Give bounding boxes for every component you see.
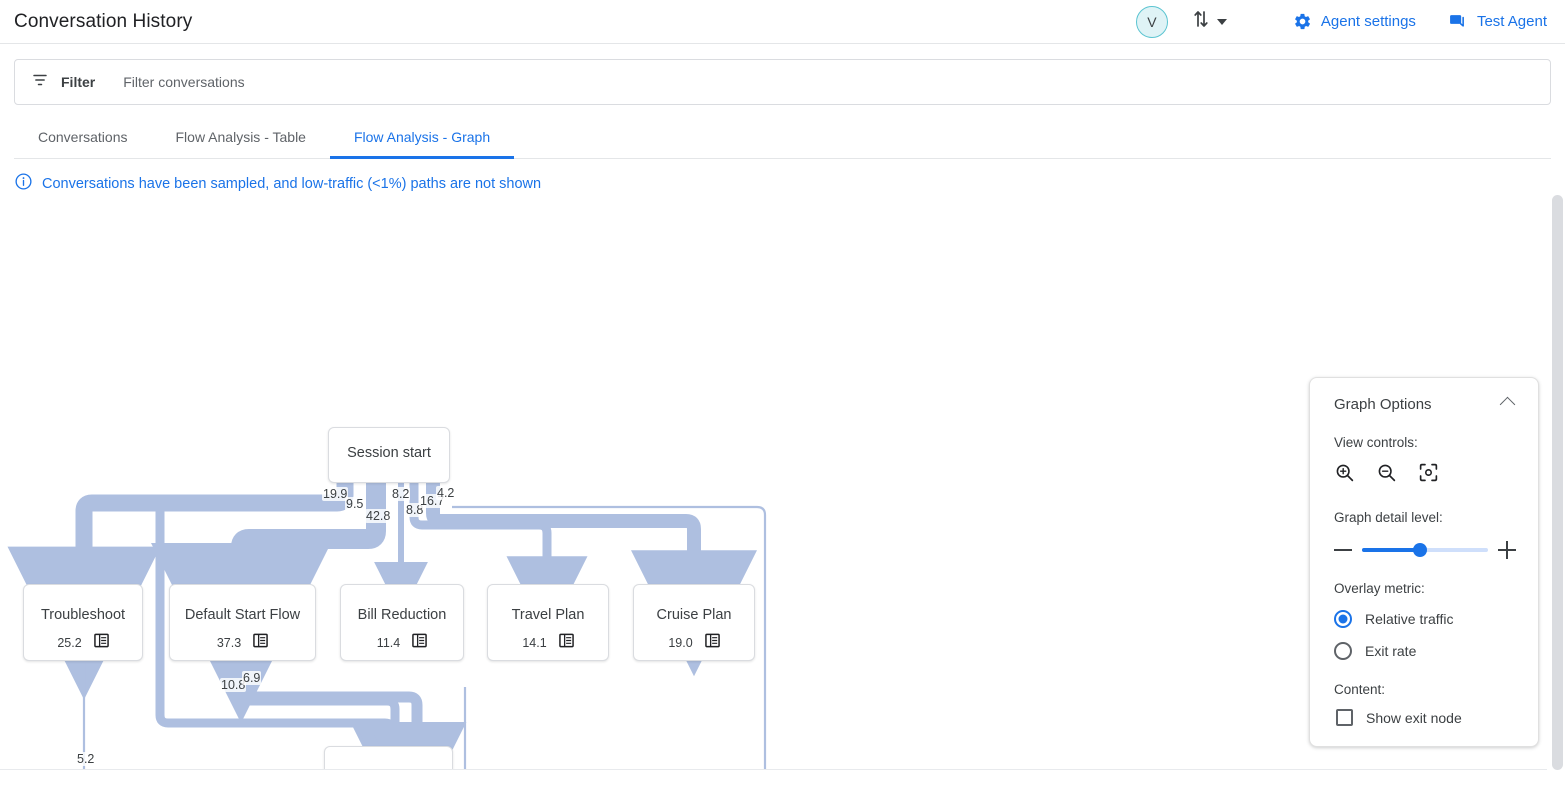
tab-bar: Conversations Flow Analysis - Table Flow… — [14, 115, 1551, 159]
zoom-out-icon[interactable] — [1376, 462, 1397, 488]
node-meta: 14.1 — [522, 633, 574, 653]
graph-options-title: Graph Options — [1334, 396, 1432, 413]
graph-node-cruise-plan[interactable]: Cruise Plan 19.0 — [633, 584, 755, 661]
graph-node-bill-reduction[interactable]: Bill Reduction 11.4 — [340, 584, 464, 661]
node-details-icon[interactable] — [253, 633, 268, 653]
filter-bar: Filter — [14, 59, 1551, 105]
node-value: 19.0 — [668, 636, 693, 650]
view-controls-label: View controls: — [1334, 435, 1418, 450]
node-label: Travel Plan — [511, 607, 585, 623]
radio-icon[interactable] — [1334, 642, 1352, 660]
node-meta: 19.0 — [668, 633, 720, 653]
graph-node-session-start[interactable]: Session start — [328, 427, 450, 483]
node-details-icon[interactable] — [412, 633, 428, 653]
node-label: Cruise Plan — [656, 607, 732, 623]
content-label: Content: — [1334, 682, 1386, 697]
node-meta: 37.3 — [217, 633, 268, 653]
graph-node-default-start-flow[interactable]: Default Start Flow 37.3 — [169, 584, 316, 661]
slider-fill — [1362, 548, 1420, 552]
filter-label: Filter — [61, 74, 96, 90]
node-meta: 25.2 — [57, 633, 109, 653]
node-value: 14.1 — [522, 636, 547, 650]
node-label: Default Start Flow — [184, 607, 301, 623]
detail-level-label: Graph detail level: — [1334, 510, 1443, 525]
canvas-bottom-divider — [0, 769, 1547, 770]
detail-level-slider-row — [1334, 541, 1516, 559]
overlay-metric-label: Overlay metric: — [1334, 581, 1425, 596]
sort-order-control[interactable] — [1192, 9, 1227, 34]
detail-level-slider[interactable] — [1362, 543, 1488, 557]
graph-node-plan-questions[interactable]: Plan Questions 22.9 — [324, 746, 453, 770]
fit-to-screen-icon[interactable] — [1418, 462, 1439, 488]
scrollbar-thumb[interactable] — [1552, 195, 1563, 770]
sampling-notice-text: Conversations have been sampled, and low… — [42, 175, 542, 192]
graph-node-travel-plan[interactable]: Travel Plan 14.1 — [487, 584, 609, 661]
test-agent-label: Test Agent — [1476, 13, 1547, 30]
checkbox-show-exit-node[interactable]: Show exit node — [1336, 709, 1516, 726]
node-value: 25.2 — [57, 636, 82, 650]
flow-graph-canvas[interactable]: Session start Troubleshoot 25.2 Default … — [0, 195, 1565, 770]
chevron-down-icon — [1216, 18, 1227, 25]
node-details-icon[interactable] — [93, 633, 109, 653]
page-title: Conversation History — [14, 10, 193, 32]
app-header: Conversation History V Agent settings — [0, 0, 1565, 44]
plus-icon[interactable] — [1498, 541, 1516, 559]
checkbox-icon[interactable] — [1336, 709, 1353, 726]
info-icon — [14, 172, 33, 195]
radio-label: Exit rate — [1365, 643, 1417, 659]
flow-graph-edges — [7, 483, 767, 770]
agent-settings-button[interactable]: Agent settings — [1293, 12, 1416, 31]
test-agent-button[interactable]: Test Agent — [1448, 12, 1547, 31]
filter-input[interactable] — [121, 73, 542, 91]
node-label: Bill Reduction — [357, 607, 447, 623]
view-controls — [1334, 462, 1516, 488]
header-actions: V Agent settings — [1135, 5, 1547, 38]
graph-node-troubleshoot[interactable]: Troubleshoot 25.2 — [23, 584, 143, 661]
tab-flow-analysis-table[interactable]: Flow Analysis - Table — [175, 128, 306, 145]
radio-relative-traffic[interactable]: Relative traffic — [1334, 610, 1516, 628]
node-label: Session start — [347, 445, 431, 461]
avatar[interactable]: V — [1135, 5, 1168, 38]
node-details-icon[interactable] — [558, 633, 574, 653]
minus-icon[interactable] — [1334, 541, 1352, 559]
sampling-notice: Conversations have been sampled, and low… — [14, 172, 1565, 195]
node-value: 37.3 — [216, 636, 242, 650]
tab-flow-analysis-graph[interactable]: Flow Analysis - Graph — [329, 115, 515, 159]
sort-updown-icon — [1192, 9, 1210, 34]
node-meta: 11.4 — [376, 633, 428, 653]
graph-options-header[interactable]: Graph Options — [1334, 396, 1516, 413]
vertical-scrollbar[interactable] — [1552, 195, 1563, 770]
node-label: Troubleshoot — [40, 607, 126, 623]
radio-exit-rate[interactable]: Exit rate — [1334, 642, 1516, 660]
slider-thumb[interactable] — [1412, 543, 1427, 557]
checkbox-label: Show exit node — [1366, 709, 1462, 726]
agent-settings-label: Agent settings — [1320, 13, 1416, 30]
tab-conversations[interactable]: Conversations — [38, 128, 128, 145]
radio-label: Relative traffic — [1365, 611, 1454, 627]
node-value: 11.4 — [376, 636, 401, 650]
chat-bubble-icon — [1448, 12, 1468, 31]
chevron-up-icon[interactable] — [1499, 396, 1516, 413]
filter-icon[interactable] — [31, 71, 49, 94]
radio-icon[interactable] — [1334, 610, 1352, 628]
zoom-in-icon[interactable] — [1334, 462, 1355, 488]
gear-icon — [1293, 12, 1312, 31]
node-details-icon[interactable] — [704, 633, 720, 653]
graph-options-panel: Graph Options View controls: — [1309, 377, 1539, 747]
